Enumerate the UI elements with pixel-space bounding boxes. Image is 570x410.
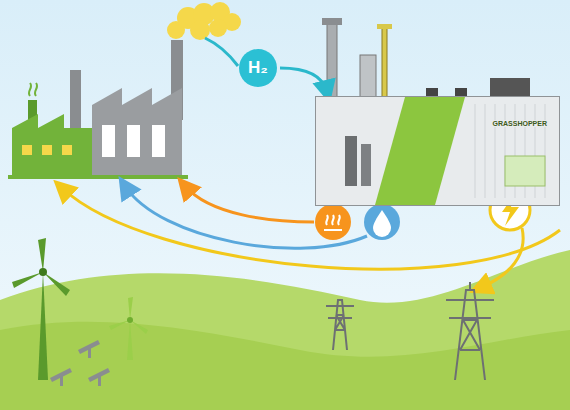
- water-icon: [364, 204, 400, 240]
- brand-label: GRASSHOPPER: [492, 120, 548, 127]
- panel-rib: [485, 104, 486, 198]
- wind-turbine: [12, 238, 148, 380]
- electricity-flow: [480, 228, 523, 288]
- hydrogen-arrow: [280, 68, 327, 92]
- container-body: [316, 97, 560, 206]
- container-stripe: [375, 97, 465, 205]
- smoke-cloud: [167, 2, 241, 40]
- pylon: [326, 282, 494, 380]
- heat-icon: [315, 204, 351, 240]
- hydrogen-circle: H₂: [238, 48, 278, 88]
- heat-flow: [185, 186, 314, 222]
- tank: [345, 136, 357, 186]
- factory: [8, 40, 188, 179]
- hydrogen-flow: [205, 38, 238, 66]
- solar-panel: [50, 340, 110, 386]
- tank: [361, 144, 371, 186]
- electrolyser-container: GRASSHOPPER: [315, 96, 560, 206]
- panel-rib: [495, 104, 496, 198]
- hill: [0, 322, 570, 410]
- container-equipment: [322, 18, 530, 98]
- decal: [505, 156, 545, 186]
- hydrogen-label: H₂: [248, 58, 268, 78]
- hill: [0, 250, 570, 410]
- circle-shape: [239, 49, 277, 87]
- node-shape: [315, 96, 560, 206]
- panel-rib: [475, 104, 476, 198]
